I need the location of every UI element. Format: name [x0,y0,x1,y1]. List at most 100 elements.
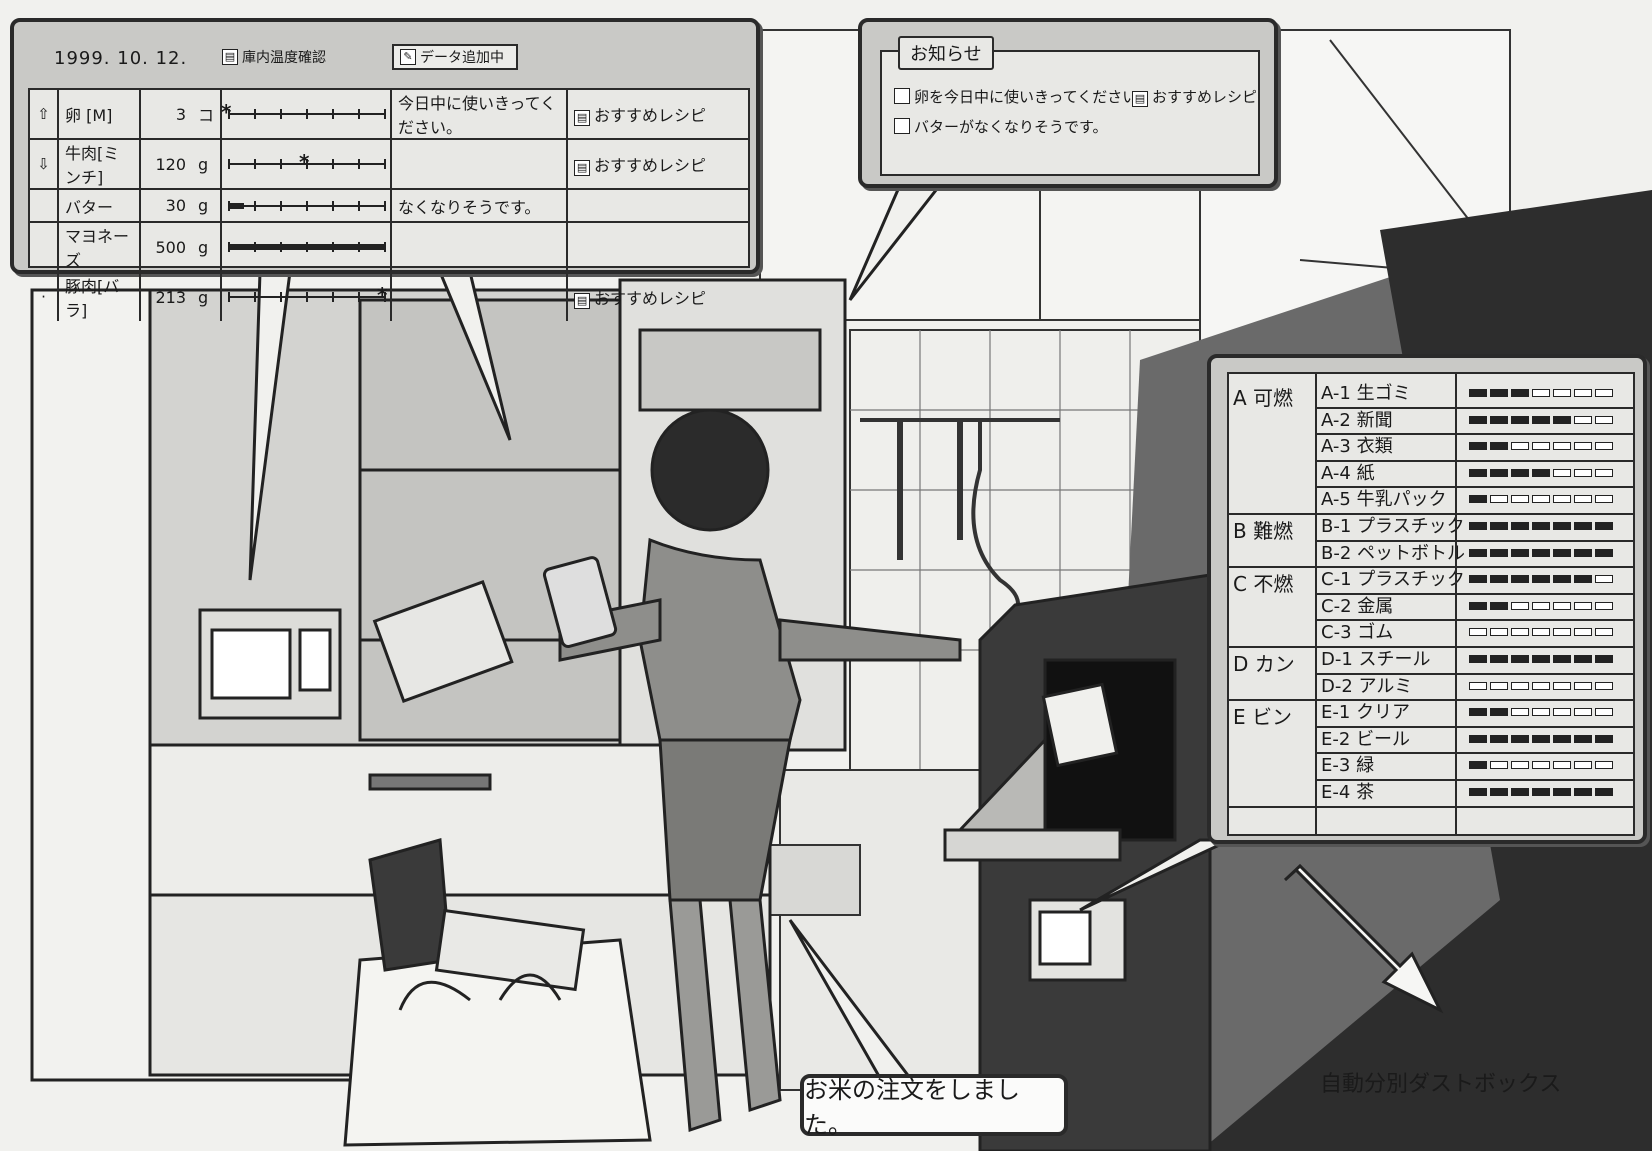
recipe-cell[interactable]: ▤おすすめレシピ [566,272,748,321]
temperature-check-label: 庫内温度確認 [242,50,326,66]
level-segment [1595,442,1613,451]
level-segment [1511,575,1529,584]
dust-code: E-3 [1321,755,1351,777]
item-quantity: 213 [139,272,192,321]
checkbox-icon[interactable] [894,88,910,104]
level-segment [1469,788,1487,796]
item-note: 今日中に使いきってください。 [390,90,568,140]
dust-box-machine [943,573,1212,1151]
notice-text: 卵を今日中に使いきってください。 [914,88,1153,106]
dust-level-meter [1461,513,1623,541]
level-segment [1595,575,1613,584]
woman-figure [372,408,962,1133]
dust-code: A-3 [1321,436,1351,458]
level-segment [1574,495,1592,504]
level-segment [1532,788,1550,796]
monitor-icon: ▤ [574,293,591,309]
level-segment [1490,788,1508,796]
dust-code: E-1 [1321,702,1351,724]
row-divider [1315,486,1633,489]
monitor-icon: ▤ [574,160,591,176]
level-segment [1595,548,1613,557]
bullet-icon [30,222,58,273]
recipe-cell[interactable]: ▤おすすめレシピ [566,139,748,190]
stock-gauge [220,222,392,273]
row-divider [1315,725,1633,728]
item-name: マヨネーズ [57,222,140,273]
level-segment [1469,734,1487,743]
level-segment [1532,389,1550,397]
checkbox-icon[interactable] [894,118,910,134]
date-display: 1999. 10. 12. [54,48,188,69]
dust-code: A-5 [1321,489,1351,511]
column-divider [1455,374,1457,834]
notice-item[interactable]: 卵を今日中に使いきってください。 [894,86,1152,107]
item-quantity: 3 [139,90,192,140]
recipe-button[interactable]: ▤おすすめレシピ [1132,86,1257,107]
notice-item[interactable]: バターがなくなりそうです。 [894,116,1108,137]
shopping-bag [343,838,652,1147]
level-segment [1574,628,1592,637]
notice-title: お知らせ [898,36,994,70]
notice-text: バターがなくなりそうです。 [914,118,1108,136]
level-segment [1553,655,1571,663]
item-name: バター [57,189,140,223]
dust-code: D-1 [1321,649,1353,670]
temperature-check-button[interactable]: ▤ 庫内温度確認 [214,44,354,70]
level-segment [1532,708,1550,717]
dust-name: 新聞 [1356,409,1393,431]
item-note: なくなりそうです。 [390,189,568,223]
level-segment [1511,495,1529,504]
level-segment [1595,734,1613,743]
level-segment [1511,681,1529,690]
row-divider [1315,646,1633,648]
group-divider [1229,699,1315,702]
item-unit: g [198,287,209,307]
dust-level-meter [1461,540,1623,568]
monitor-icon: ▤ [1132,91,1148,107]
level-segment [1511,734,1529,743]
stock-fill [228,244,385,250]
level-segment [1553,708,1571,717]
dust-item: A-1 生ゴミ [1321,380,1411,408]
level-segment [1595,601,1613,610]
level-segment [1469,628,1487,637]
dust-name: プラスチック [1357,516,1465,537]
level-segment [1553,495,1571,504]
dust-level-meter [1461,779,1623,807]
recipe-cell [566,189,748,223]
dust-item: E-2 ビール [1321,726,1410,754]
item-unit: g [192,222,222,273]
recipe-cell[interactable]: ▤おすすめレシピ [566,90,748,140]
stock-gauge: * [220,90,392,140]
up-arrow-icon[interactable]: ⇧ [30,90,58,140]
level-segment [1574,708,1592,717]
item-quantity: 30 [139,189,192,223]
recipe-label: おすすめレシピ [594,156,707,175]
dust-level-meter [1461,699,1623,727]
stock-gauge: * [220,139,392,190]
dust-code: A-4 [1321,462,1351,484]
dust-item: A-4 紙 [1321,460,1375,488]
dust-item: A-3 衣類 [1321,433,1393,461]
level-segment [1490,708,1508,717]
level-segment [1490,415,1508,424]
data-adding-button[interactable]: ✎ データ追加中 [392,44,518,70]
level-segment [1532,761,1550,770]
level-segment [1490,468,1508,477]
level-segment [1595,495,1613,504]
down-arrow-icon[interactable]: ⇩ [30,139,58,190]
level-segment [1490,522,1508,530]
row-divider [1315,513,1633,515]
dust-item: B-1 プラスチック [1321,513,1465,541]
dust-group-label: A 可燃 [1233,386,1294,410]
level-segment [1553,548,1571,557]
dust-group-label: B 難燃 [1233,519,1294,543]
data-adding-label: データ追加中 [420,50,504,66]
level-segment [1490,495,1508,504]
